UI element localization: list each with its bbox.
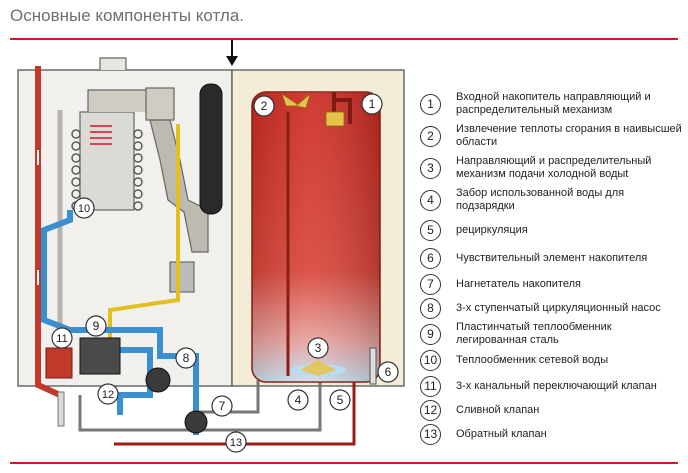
- legend-number: 11: [420, 375, 441, 397]
- legend-item-1: 1 Входной накопитель направляющий и расп…: [420, 91, 684, 116]
- expansion-vessel: [199, 83, 223, 215]
- legend-text: Входной накопитель направляющий и распре…: [456, 91, 651, 116]
- gas-valve: [169, 261, 195, 293]
- callout-3: 3: [307, 337, 329, 359]
- legend-text: Пластинчатый теплообменник легированная …: [456, 321, 612, 346]
- callout-12: 12: [97, 383, 119, 405]
- burner-flames: [90, 125, 112, 145]
- callout-1: 1: [361, 93, 383, 115]
- legend-item-12: 12 Сливной клапан: [420, 398, 684, 422]
- legend-item-9: 9 Пластинчатый теплообменник легированна…: [420, 321, 684, 346]
- tank-diffuser: [281, 92, 345, 127]
- legend-item-4: 4 Забор использованной воды для подзаряд…: [420, 187, 684, 212]
- callout-6: 6: [377, 361, 399, 383]
- fan-box: [145, 87, 175, 121]
- callout-10: 10: [73, 197, 95, 219]
- legend-number: 9: [420, 323, 441, 345]
- legend-text: Нагнетатель накопителя: [456, 277, 581, 290]
- legend-item-13: 13 Обратный клапан: [420, 422, 684, 446]
- legend-item-5: 5 рециркуляция: [420, 218, 684, 242]
- svg-text:3: 3: [315, 341, 322, 355]
- callout-2: 2: [253, 95, 275, 117]
- svg-text:8: 8: [183, 351, 190, 365]
- heat-exchanger-plate: [79, 337, 121, 375]
- legend-number: 10: [420, 349, 441, 371]
- legend-number: 5: [420, 219, 441, 241]
- gas-pipe: [108, 124, 180, 340]
- legend-item-2: 2 Извлечение теплоты сгорания в наивысше…: [420, 123, 684, 148]
- legend-number: 7: [420, 273, 441, 295]
- legend-number: 2: [420, 125, 441, 147]
- three-way-valve: [45, 347, 73, 379]
- diffuser-arrows: [300, 360, 336, 376]
- legend-item-6: 6 Чувствительный элемент накопителя: [420, 246, 684, 270]
- legend-text: 3-х ступенчатый циркуляционный насос: [456, 301, 661, 314]
- inlet-arrow-head: [226, 56, 238, 66]
- flue-outlet: [99, 57, 127, 70]
- bottom-rule: [10, 462, 678, 464]
- legend-item-8: 8 3-х ступенчатый циркуляционный насос: [420, 296, 684, 320]
- charge-pump: [184, 410, 208, 434]
- legend-item-11: 11 3-х канальный переключающий клапан: [420, 374, 684, 398]
- svg-text:13: 13: [230, 437, 242, 449]
- callout-13: 13: [225, 431, 247, 453]
- callout-9: 9: [85, 315, 107, 337]
- legend-text: Извлечение теплоты сгорания в наивысшей …: [456, 123, 682, 148]
- cold-pipe-branch: [96, 347, 153, 415]
- legend-item-7: 7 Нагнетатель накопителя: [420, 272, 684, 296]
- callout-8: 8: [175, 347, 197, 369]
- legend-text: Обратный клапан: [456, 427, 547, 440]
- legend-text: Направляющий и распределительный механиз…: [456, 155, 652, 180]
- legend-text: Чувствительный элемент накопителя: [456, 251, 648, 264]
- svg-text:2: 2: [261, 99, 268, 113]
- svg-text:5: 5: [337, 393, 344, 407]
- legend-number: 13: [420, 423, 441, 445]
- legend-item-10: 10 Теплообменник сетевой воды: [420, 348, 684, 372]
- legend-number: 6: [420, 247, 441, 269]
- svg-text:6: 6: [385, 365, 392, 379]
- svg-text:9: 9: [93, 319, 100, 333]
- svg-text:11: 11: [56, 333, 67, 345]
- fan-hood: [87, 89, 151, 112]
- circulation-pump: [145, 367, 171, 393]
- hot-pipe: [35, 66, 62, 398]
- drain-valve: [57, 391, 65, 427]
- callout-5: 5: [329, 389, 351, 411]
- combustion-chamber: [79, 111, 135, 211]
- svg-text:12: 12: [102, 389, 114, 401]
- callout-group: 1 2 3 4 5 6 7 8: [51, 93, 399, 453]
- legend-text: 3-х канальный переключающий клапан: [456, 379, 657, 392]
- legend-number: 4: [420, 189, 441, 211]
- svg-text:4: 4: [295, 393, 302, 407]
- legend-text: Забор использованной воды для подзарядки: [456, 187, 625, 212]
- diagram-title: Основные компоненты котла.: [10, 6, 244, 25]
- callout-11: 11: [51, 327, 73, 349]
- legend-text: рециркуляция: [456, 223, 528, 236]
- legend-item-3: 3 Направляющий и распределительный механ…: [420, 155, 684, 180]
- cold-pipe: [41, 210, 199, 435]
- tank-shading: [252, 92, 380, 382]
- svg-text:1: 1: [369, 97, 376, 111]
- tank-sensor: [369, 347, 377, 385]
- legend-text: Сливной клапан: [456, 403, 540, 416]
- legend-number: 1: [420, 93, 441, 115]
- svg-text:10: 10: [78, 203, 90, 215]
- legend-number: 12: [420, 399, 441, 421]
- legend-text: Теплообменник сетевой воды: [456, 353, 609, 366]
- legend-number: 3: [420, 157, 441, 179]
- legend-number: 8: [420, 297, 441, 319]
- title-underline: [10, 38, 678, 40]
- callout-7: 7: [211, 395, 233, 417]
- svg-text:7: 7: [219, 399, 226, 413]
- callout-4: 4: [287, 389, 309, 411]
